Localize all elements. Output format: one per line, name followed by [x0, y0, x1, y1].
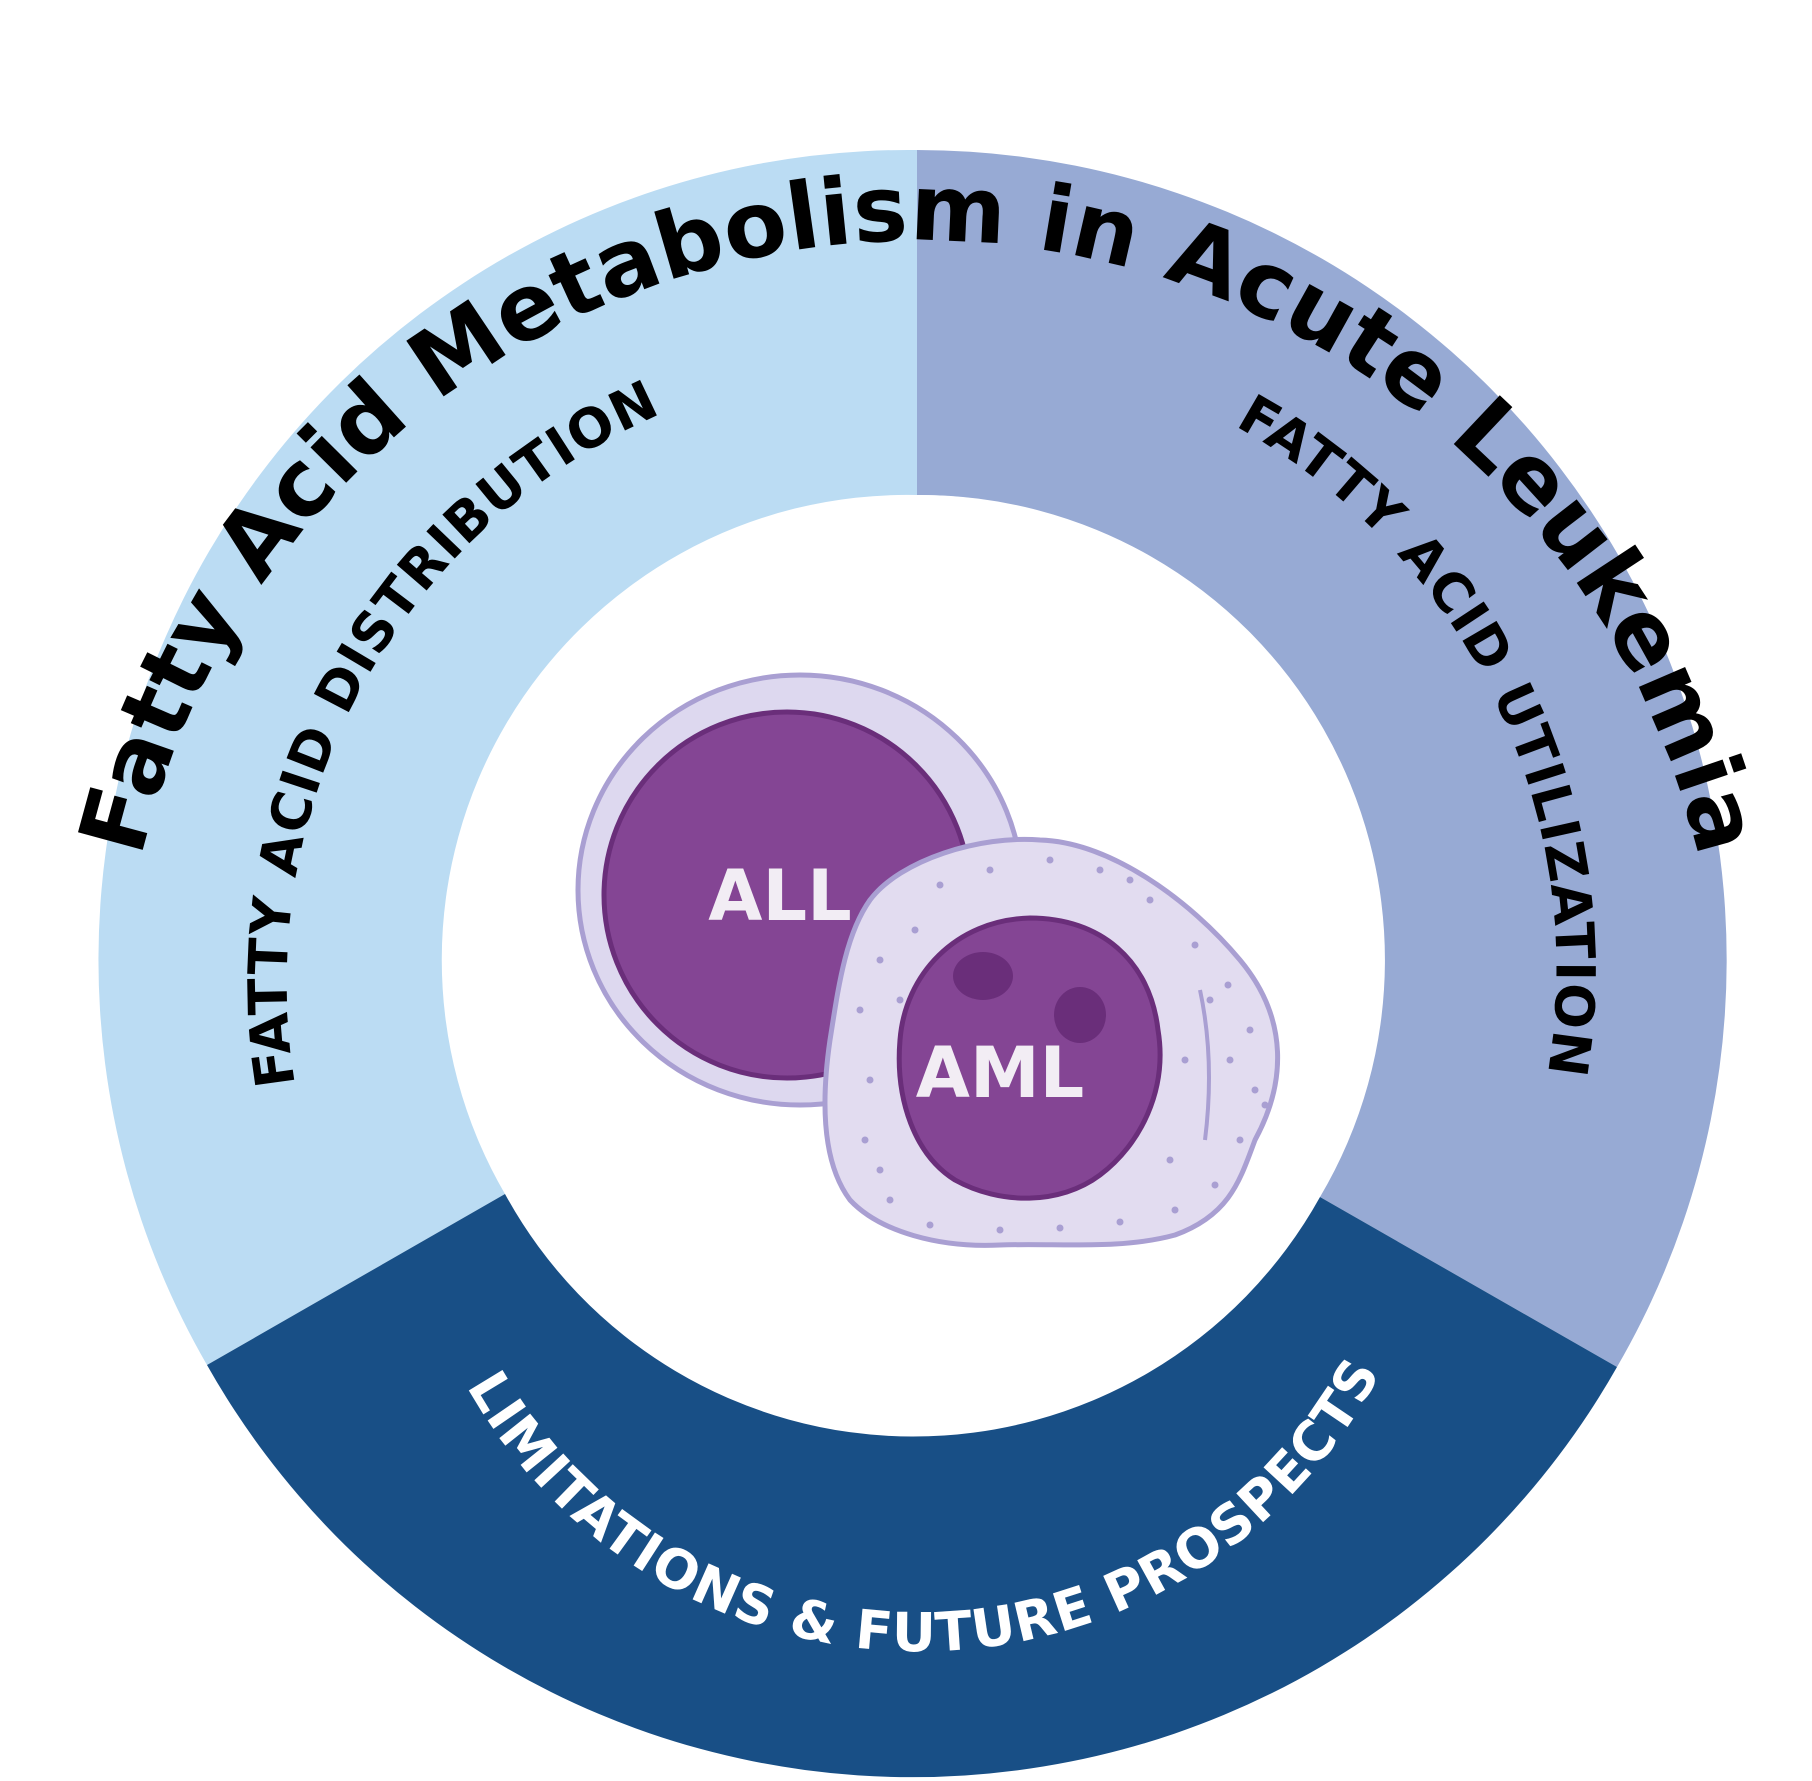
aml-granule	[911, 926, 919, 934]
aml-granule	[1206, 996, 1214, 1004]
aml-granule	[1181, 1056, 1189, 1064]
aml-granule	[1146, 896, 1154, 904]
aml-granule	[1251, 1086, 1259, 1094]
aml-cell: AML	[822, 836, 1281, 1248]
aml-granule	[856, 1006, 864, 1014]
aml-granule	[1171, 1206, 1179, 1214]
aml-granule	[1191, 941, 1199, 949]
aml-granule	[1096, 866, 1104, 874]
aml-granule	[996, 1226, 1004, 1234]
aml-nucleolus	[953, 952, 1013, 1000]
segment-fatty-acid-distribution	[98, 149, 918, 1365]
aml-granule	[876, 956, 884, 964]
aml-granule	[866, 1076, 874, 1084]
aml-granule	[926, 1221, 934, 1229]
aml-granule	[1236, 1136, 1244, 1144]
aml-granule	[1166, 1156, 1174, 1164]
aml-granule	[1116, 1218, 1124, 1226]
segment-limitations-future-prospects	[207, 1194, 1617, 1778]
aml-granule	[886, 1196, 894, 1204]
segment-fatty-acid-utilization	[917, 150, 1727, 1367]
aml-granule	[986, 866, 994, 874]
aml-cell-granules	[856, 856, 1269, 1234]
aml-nucleolus	[1054, 987, 1106, 1043]
aml-granule	[1126, 876, 1134, 884]
aml-granule	[1261, 1101, 1269, 1109]
aml-granule	[1056, 1224, 1064, 1232]
aml-cell-membrane-line	[1198, 989, 1211, 1141]
aml-granule	[1226, 1056, 1234, 1064]
aml-label: AML	[916, 1032, 1084, 1114]
aml-granule	[876, 1166, 884, 1174]
aml-granule	[1046, 856, 1054, 864]
aml-granule	[1246, 1026, 1254, 1034]
aml-granule	[861, 1136, 869, 1144]
aml-granule	[1211, 1181, 1219, 1189]
aml-granule	[896, 996, 904, 1004]
aml-granule	[936, 881, 944, 889]
all-label: ALL	[708, 855, 851, 937]
aml-granule	[1224, 981, 1232, 989]
